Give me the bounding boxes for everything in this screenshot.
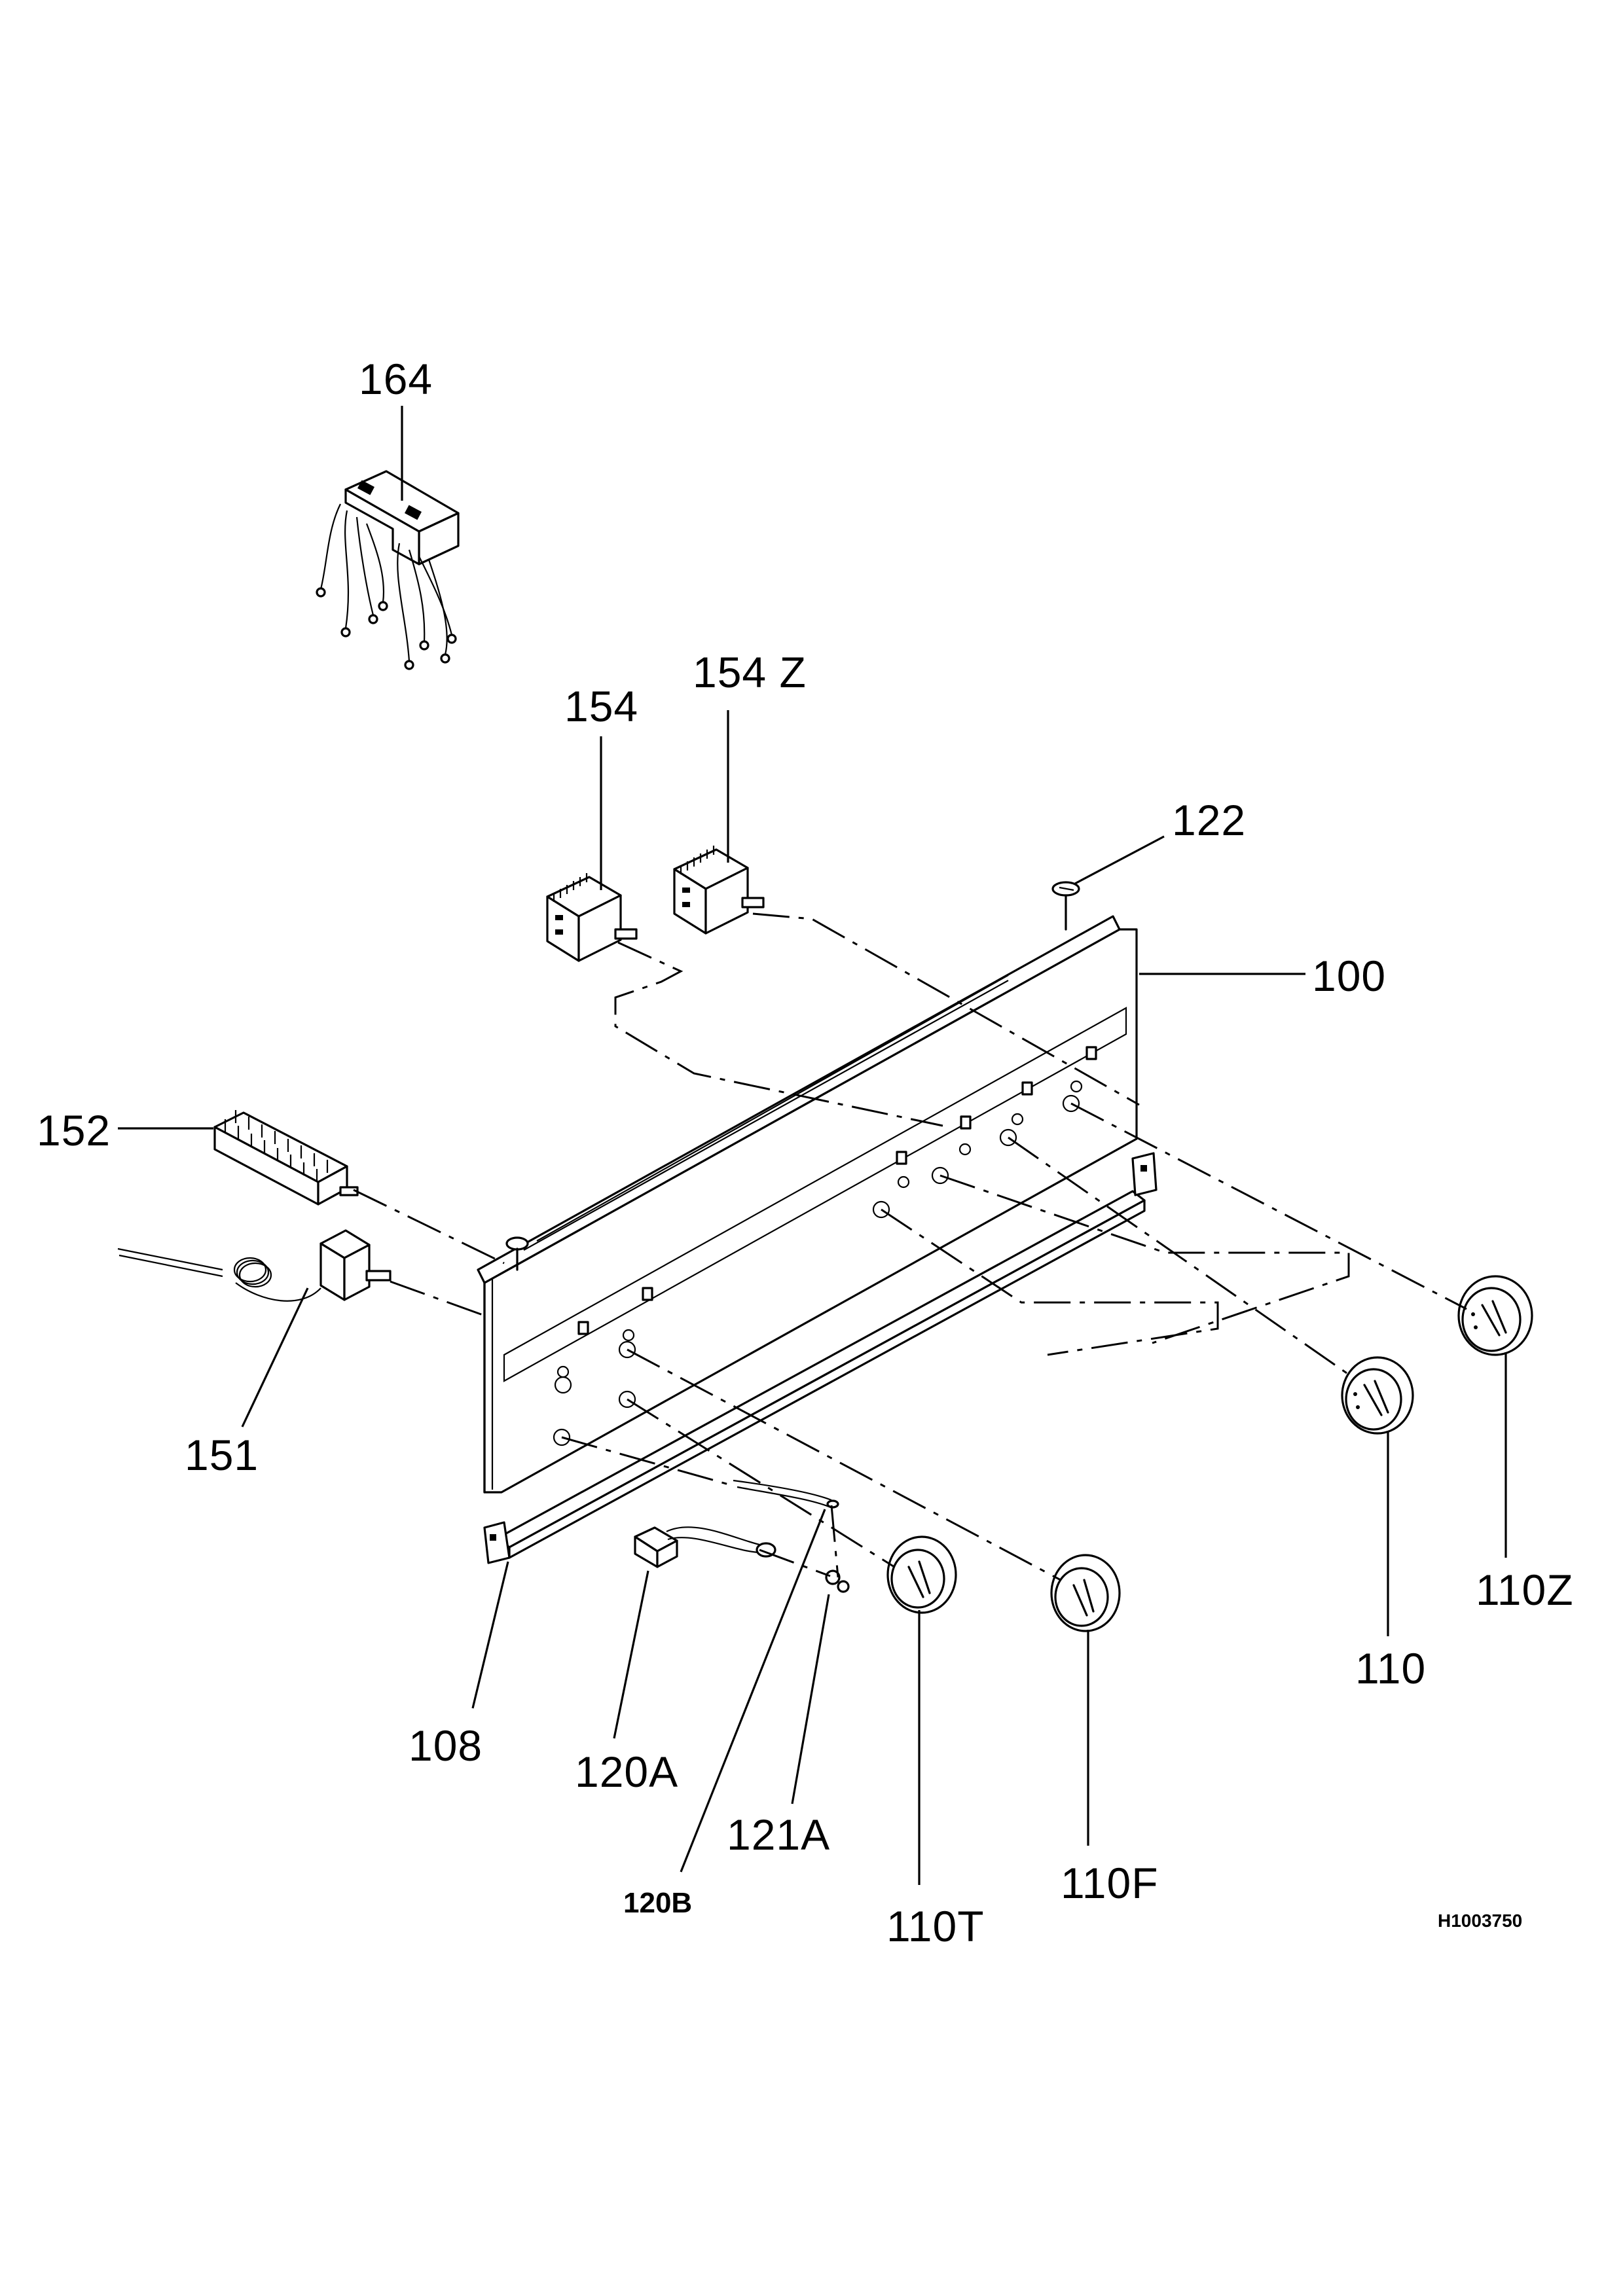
callout-164: 164	[359, 355, 433, 403]
callout-110: 110	[1355, 1644, 1426, 1693]
part-110-knob	[1341, 1356, 1414, 1435]
callout-120b: 120B	[623, 1887, 692, 1919]
part-110t-knob	[886, 1535, 957, 1614]
leader-120b	[680, 1509, 826, 1873]
part-164-wiring-bracket	[316, 470, 460, 670]
part-151-thermostat	[117, 1229, 392, 1302]
part-108-trim-strip	[483, 1152, 1158, 1564]
callout-120a: 120A	[575, 1748, 678, 1796]
callout-122: 122	[1172, 796, 1246, 844]
leader-122	[1074, 835, 1165, 885]
leader-121a	[791, 1594, 830, 1804]
callout-108: 108	[409, 1721, 483, 1770]
part-122-screw	[1051, 881, 1080, 931]
part-154z-energy-regulator	[673, 846, 765, 935]
callout-151: 151	[185, 1431, 259, 1479]
callout-110f: 110F	[1061, 1859, 1159, 1907]
callout-154: 154	[564, 682, 638, 730]
part-100-control-panel	[477, 915, 1138, 1494]
part-110f-knob	[1050, 1554, 1121, 1632]
callout-110t: 110T	[886, 1902, 985, 1950]
part-154-energy-regulator	[546, 873, 638, 962]
assembly-lines	[353, 912, 1467, 1581]
part-110z-knob	[1457, 1275, 1533, 1356]
part-120b-wire	[733, 1479, 839, 1509]
leader-108	[471, 1561, 509, 1709]
leader-120a	[613, 1570, 649, 1739]
reference-code: H1003750	[1438, 1910, 1522, 1931]
part-120a-switch	[634, 1526, 776, 1568]
callout-100: 100	[1312, 952, 1386, 1000]
callout-110z: 110Z	[1476, 1566, 1574, 1614]
part-152-terminal-block	[213, 1110, 359, 1206]
part-121a-clip	[825, 1570, 850, 1593]
callout-152: 152	[37, 1106, 111, 1155]
leader-151	[241, 1287, 309, 1427]
callout-121a: 121A	[727, 1810, 830, 1859]
callout-154z: 154 Z	[693, 648, 807, 696]
